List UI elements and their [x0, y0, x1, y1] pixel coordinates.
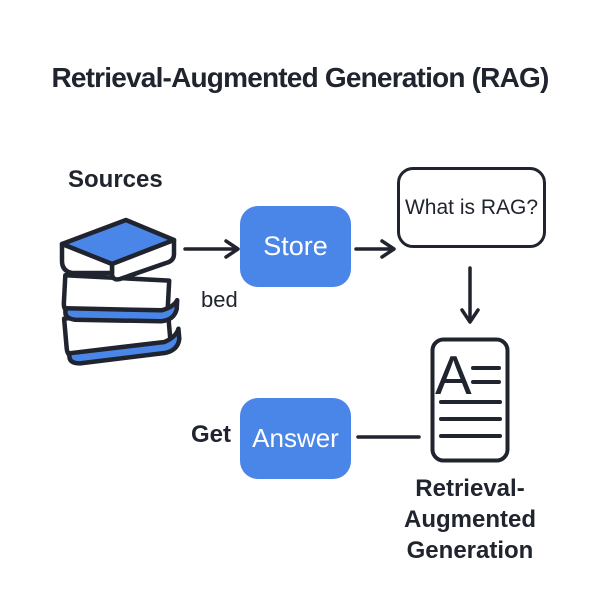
- document-icon: A: [430, 337, 510, 463]
- books-stack-icon: [59, 217, 182, 366]
- result-caption-line-3: Generation: [406, 537, 534, 564]
- embed-fragment-label: bed: [201, 287, 238, 312]
- store-node: Store: [240, 206, 351, 287]
- arrow-books-to-store: [183, 239, 240, 259]
- answer-label: Answer: [252, 423, 339, 453]
- get-label: Get: [191, 421, 232, 448]
- sources-label: Sources: [68, 166, 163, 193]
- arrow-question-to-document: [460, 266, 480, 324]
- arrow-store-to-question: [354, 239, 396, 259]
- answer-node: Answer: [240, 398, 351, 479]
- document-text-lines: [439, 366, 502, 438]
- question-box: What is RAG?: [397, 167, 546, 248]
- result-caption-line-2: Augmented: [404, 506, 536, 533]
- document-letter: A: [435, 344, 472, 406]
- result-caption-line-1: Retrieval-: [415, 475, 525, 502]
- store-label: Store: [263, 231, 328, 261]
- question-label: What is RAG?: [404, 195, 539, 219]
- result-caption: Retrieval- Augmented Generation: [390, 473, 550, 566]
- page-title: Retrieval-Augmented Generation (RAG): [51, 62, 549, 93]
